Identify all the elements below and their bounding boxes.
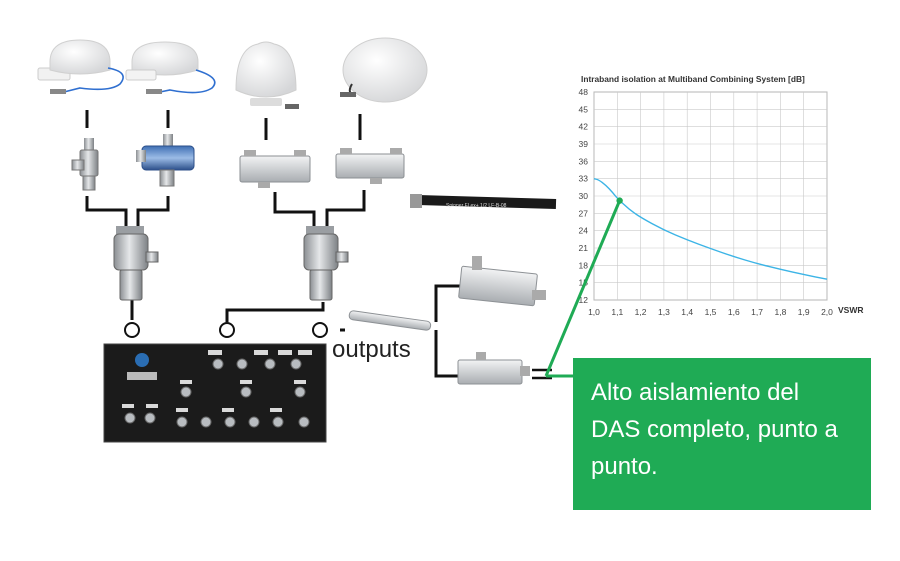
y-tick-label: 18	[579, 260, 589, 270]
port-circle-2	[219, 322, 235, 338]
wiring	[85, 110, 460, 378]
y-tick-label: 27	[579, 208, 589, 218]
y-tick-label: 24	[579, 226, 589, 236]
splitter-bottom	[457, 352, 530, 385]
x-tick-label: 1,0	[588, 307, 600, 317]
antenna-ceiling-1	[37, 39, 124, 94]
y-tick-labels: 12 15 18 21 24 27 30 33 36 39 42 45 48	[579, 87, 589, 305]
x-tick-label: 2,0	[821, 307, 833, 317]
x-tick-label: 1,1	[611, 307, 623, 317]
combiner-2	[303, 226, 349, 301]
load-rod	[348, 310, 432, 331]
x-tick-label: 1,2	[635, 307, 647, 317]
x-tick-label: 1,4	[681, 307, 693, 317]
combiner-1	[113, 226, 159, 301]
isolation-curve	[593, 177, 828, 280]
surge-arrestor-2	[136, 134, 195, 187]
y-tick-label: 30	[579, 191, 589, 201]
x-axis-label: VSWR	[838, 305, 864, 315]
port-circle-3	[312, 322, 328, 338]
port-circle-1	[124, 322, 140, 338]
y-tick-label: 36	[579, 156, 589, 166]
outputs-label: outputs	[332, 336, 411, 363]
chart-marker-point	[616, 197, 623, 204]
y-tick-label: 33	[579, 174, 589, 184]
y-tick-label: 39	[579, 139, 589, 149]
coax-cable: Spinner FLex+ 1/2 LF-B-08	[410, 194, 557, 209]
y-tick-label: 15	[579, 278, 589, 288]
antenna-dome	[235, 41, 299, 109]
antenna-ceiling-2	[125, 41, 216, 94]
y-tick-label: 42	[579, 122, 589, 132]
x-tick-label: 1,5	[705, 307, 717, 317]
chart-title: Intraband isolation at Multiband Combini…	[581, 74, 805, 84]
splitter-top	[458, 256, 546, 307]
x-tick-label: 1,3	[658, 307, 670, 317]
antenna-disc	[340, 37, 428, 103]
cable-print: Spinner FLex+ 1/2 LF-B-08	[446, 203, 507, 209]
combining-panel	[103, 343, 327, 443]
surge-arrestor-1	[71, 138, 99, 191]
x-tick-label: 1,9	[798, 307, 810, 317]
x-tick-label: 1,6	[728, 307, 740, 317]
chart-grid	[593, 91, 828, 301]
callout-pointer	[544, 200, 622, 377]
y-tick-label: 45	[579, 104, 589, 114]
callout-box: Alto aislamiento del DAS completo, punto…	[573, 358, 871, 510]
x-tick-labels: 1,0 1,1 1,2 1,3 1,4 1,5 1,6 1,7 1,8 1,9 2,0	[588, 307, 833, 317]
y-tick-label: 21	[579, 243, 589, 253]
x-tick-label: 1,7	[751, 307, 763, 317]
coupler-2	[335, 148, 405, 184]
coupler-1	[239, 150, 311, 188]
x-tick-label: 1,8	[774, 307, 786, 317]
y-tick-label: 48	[579, 87, 589, 97]
y-tick-label: 12	[579, 295, 589, 305]
callout-text: Alto aislamiento del DAS completo, punto…	[591, 379, 838, 480]
isolation-chart: Intraband isolation at Multiband Combini…	[579, 74, 864, 317]
